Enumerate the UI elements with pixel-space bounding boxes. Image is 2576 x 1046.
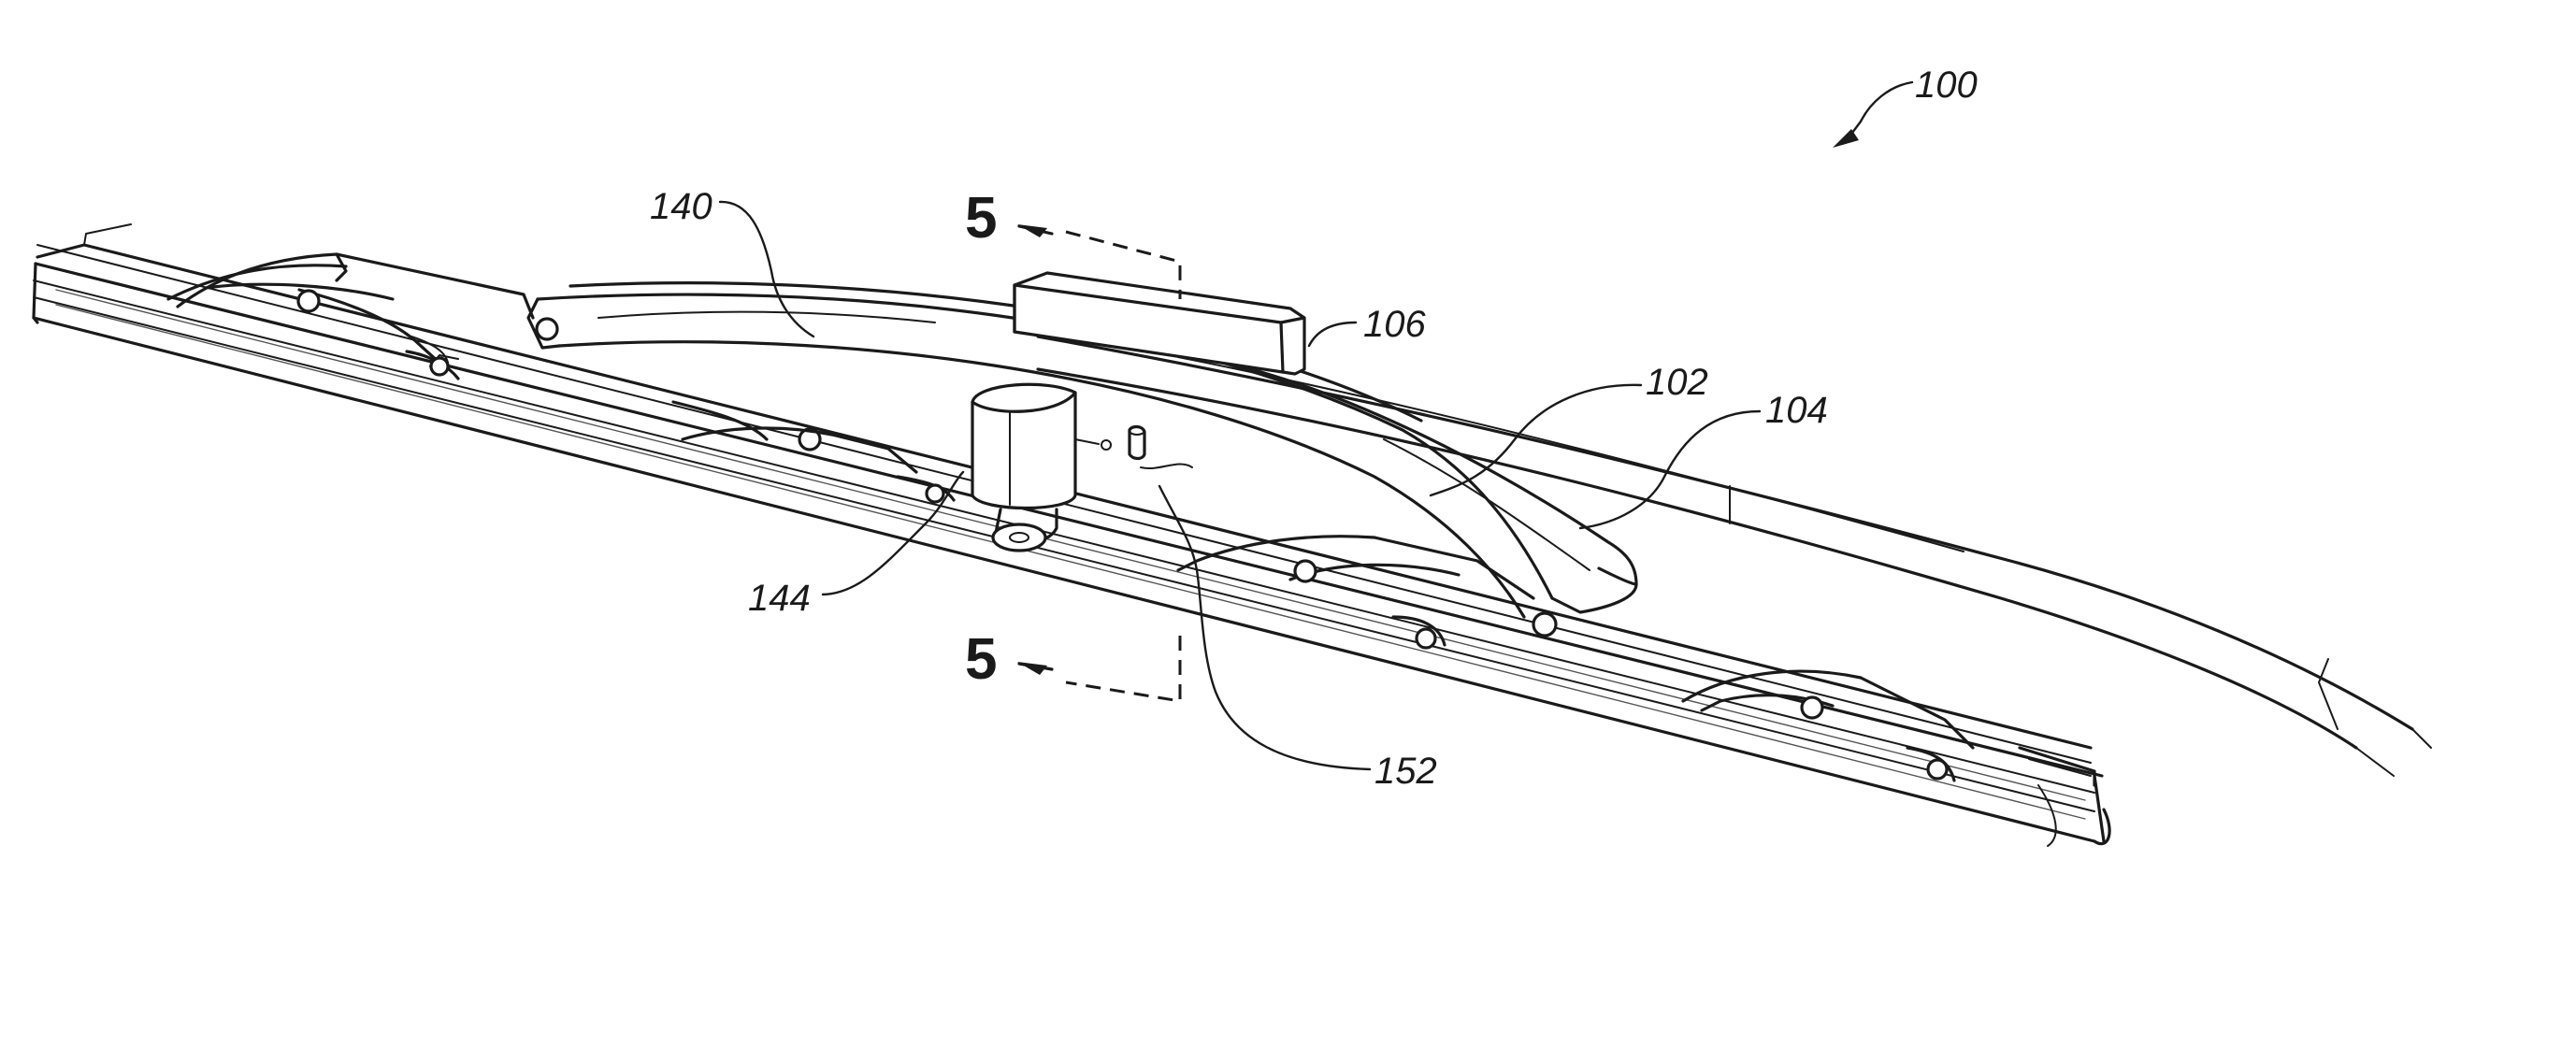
label-106: 106 — [1363, 304, 1426, 345]
blade-rail — [34, 264, 2109, 846]
nozzle — [1130, 426, 1192, 468]
label-104: 104 — [1765, 390, 1828, 431]
label-102: 102 — [1646, 362, 1708, 403]
label-140: 140 — [650, 186, 712, 227]
reference-labels: 100 140 106 102 104 144 152 5 5 — [650, 64, 1978, 792]
label-144: 144 — [748, 578, 811, 619]
label-152: 152 — [1374, 751, 1437, 792]
section-mark-top: 5 — [965, 186, 997, 251]
leader-lines — [720, 82, 1912, 769]
wiper-arm — [1038, 337, 2431, 776]
label-100: 100 — [1915, 64, 1978, 106]
section-mark-bottom: 5 — [965, 627, 997, 692]
left-end-yoke — [168, 265, 954, 502]
